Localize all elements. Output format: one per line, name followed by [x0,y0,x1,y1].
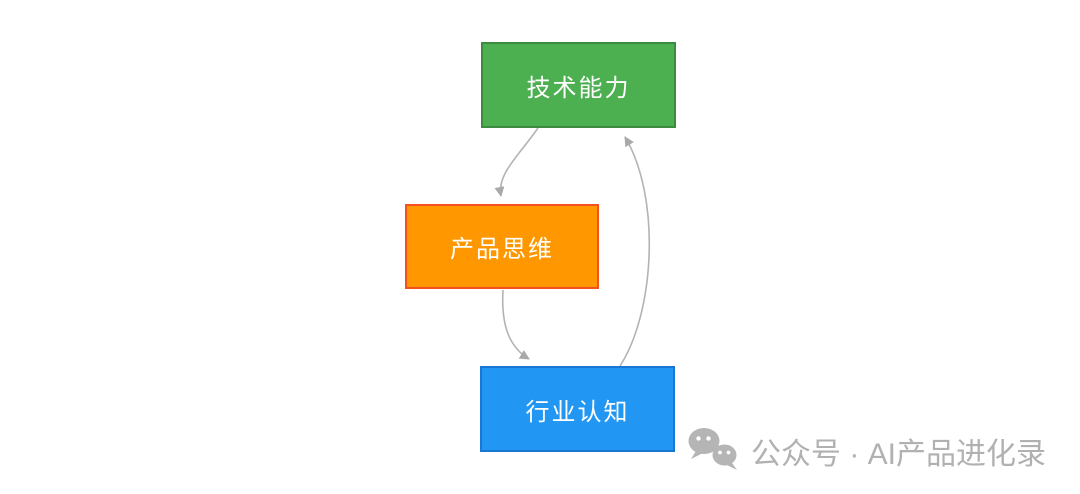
edge-tech-to-product [494,127,539,197]
wechat-icon [687,426,741,476]
node-industry-knowledge: 行业认知 [480,366,675,452]
watermark: 公众号 · AI产品进化录 [687,426,1046,476]
node-tech-ability: 技术能力 [481,42,676,128]
node-product-thinking: 产品思维 [405,204,599,289]
node-product-thinking-label: 产品思维 [450,236,554,263]
edge-industry-to-tech [619,136,651,367]
edge-product-to-industry [501,289,530,360]
node-tech-ability-label: 技术能力 [526,74,631,102]
node-industry-knowledge-label: 行业认知 [525,398,630,426]
watermark-text: 公众号 · AI产品进化录 [751,438,1047,471]
